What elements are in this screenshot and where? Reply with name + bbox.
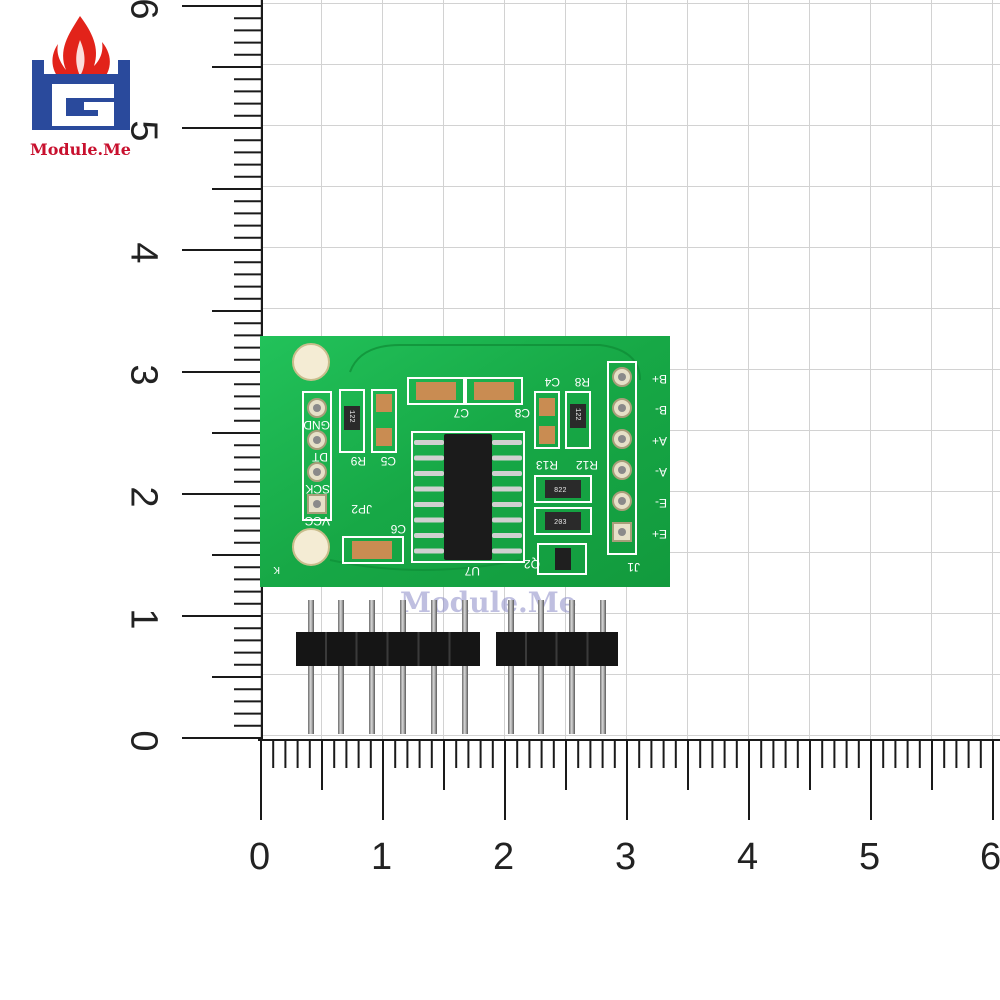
pcb-board <box>260 336 670 587</box>
ruler-number-h1: 1 <box>371 836 393 878</box>
ruler-number-h0: 0 <box>249 836 271 878</box>
header-pin <box>569 600 575 734</box>
label-c7: C7 <box>453 406 469 420</box>
label-jp2: JP2 <box>351 502 372 516</box>
header-pin <box>338 600 344 734</box>
label-r8: R8 <box>574 375 590 389</box>
hx711-chip <box>411 431 525 563</box>
chip-leg <box>414 548 444 554</box>
j1-pads <box>612 367 632 542</box>
header-pin <box>369 600 375 734</box>
resistor-code-r9: 122 <box>347 410 355 423</box>
pin-label-sck: SCK <box>305 482 330 496</box>
label-k: K <box>273 564 280 575</box>
pin-label-dt: DT <box>311 450 328 464</box>
chip-leg <box>414 440 444 445</box>
jp2-pads <box>307 398 327 514</box>
header-pin <box>508 600 514 734</box>
label-c5: C5 <box>380 454 396 468</box>
chip-leg <box>492 548 522 554</box>
pin-headers <box>296 600 618 734</box>
label-j1: J1 <box>627 560 640 574</box>
chip-leg <box>492 471 522 476</box>
resistor-code-r13: 203 <box>554 519 567 527</box>
chip-leg <box>414 502 444 507</box>
ruler-number-h3: 3 <box>615 836 637 878</box>
horizontal-ruler <box>258 739 1000 820</box>
chip-leg <box>492 517 522 523</box>
watermark-text: Module.Me <box>400 586 577 619</box>
pin-label-b-minus: B- <box>655 403 667 417</box>
chip-leg <box>414 471 444 476</box>
pin-label-a-plus: A+ <box>652 434 667 448</box>
chip-leg <box>414 486 444 492</box>
brand-logo <box>32 16 130 130</box>
label-c6: C6 <box>390 522 406 536</box>
header-pin <box>431 600 437 734</box>
pin-label-b-plus: B+ <box>652 372 667 386</box>
mounting-hole <box>292 343 330 381</box>
brand-name: Module.Me <box>30 140 131 159</box>
label-r12: R12 <box>576 458 598 472</box>
header-pin <box>308 600 314 734</box>
pin-label-a-minus: A- <box>655 465 667 479</box>
ruler-number-h5: 5 <box>859 836 881 878</box>
label-q2: Q2 <box>524 557 540 571</box>
pin-header <box>296 600 480 734</box>
chip-leg <box>414 455 444 461</box>
resistor-code-r8: 122 <box>573 408 581 421</box>
chip-leg <box>492 502 522 507</box>
chip-leg <box>492 486 522 492</box>
chip-leg <box>414 533 444 538</box>
pin-label-vcc: VCC <box>304 514 330 528</box>
pin-header <box>496 600 618 734</box>
chip-leg <box>492 455 522 461</box>
label-r9: R9 <box>350 454 366 468</box>
ruler-number-h2: 2 <box>493 836 515 878</box>
header-pin <box>400 600 406 734</box>
header-pin <box>462 600 468 734</box>
pin-label-e-minus: E- <box>655 496 667 510</box>
ruler-number-h6: 6 <box>980 836 1000 878</box>
chip-leg <box>414 517 444 523</box>
chip-leg <box>492 440 522 445</box>
label-u7: U7 <box>464 564 480 578</box>
resistor-code-r12: 822 <box>554 487 567 495</box>
header-pin <box>538 600 544 734</box>
vertical-ruler <box>182 0 263 740</box>
pin-label-gnd: GND <box>303 418 330 432</box>
label-c8: C8 <box>514 406 530 420</box>
label-c4: C4 <box>544 375 560 389</box>
ruler-number-h4: 4 <box>737 836 759 878</box>
chip-leg <box>492 533 522 538</box>
header-pin <box>600 600 606 734</box>
label-r13: R13 <box>536 458 558 472</box>
pin-label-e-plus: E+ <box>652 527 667 541</box>
mounting-hole <box>292 528 330 566</box>
